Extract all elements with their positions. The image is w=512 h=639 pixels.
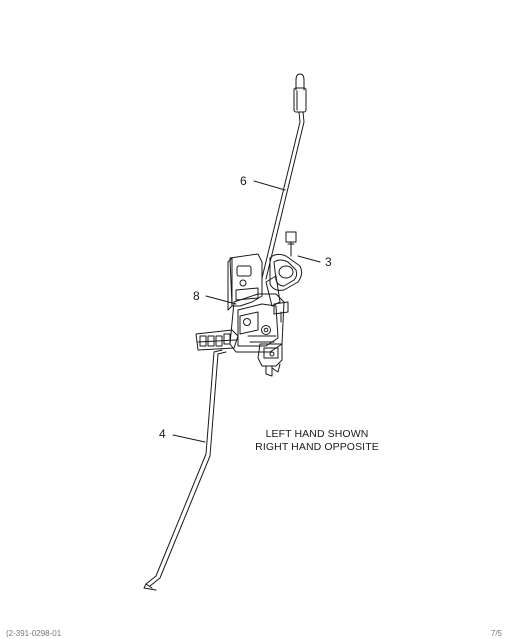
leader-lines — [172, 180, 321, 443]
latch-assembly — [195, 253, 285, 377]
footer-part-code: (2-391-0298-01 — [6, 629, 62, 638]
footer-page-code: 7/5 — [490, 629, 502, 638]
callout-4: 4 — [159, 427, 166, 441]
callout-3: 3 — [325, 255, 332, 269]
upper-rod-6 — [261, 73, 307, 280]
callout-8: 8 — [193, 289, 200, 303]
orientation-note: LEFT HAND SHOWN RIGHT HAND OPPOSITE — [232, 428, 402, 454]
leader-4 — [172, 434, 206, 443]
leader-3 — [297, 255, 321, 263]
leader-6 — [253, 180, 286, 191]
note-line-2: RIGHT HAND OPPOSITE — [255, 441, 379, 453]
lower-cable-4 — [143, 349, 227, 591]
actuator-3 — [265, 231, 303, 323]
leader-8 — [205, 295, 237, 305]
callout-6: 6 — [240, 174, 247, 188]
note-line-1: LEFT HAND SHOWN — [265, 428, 369, 440]
